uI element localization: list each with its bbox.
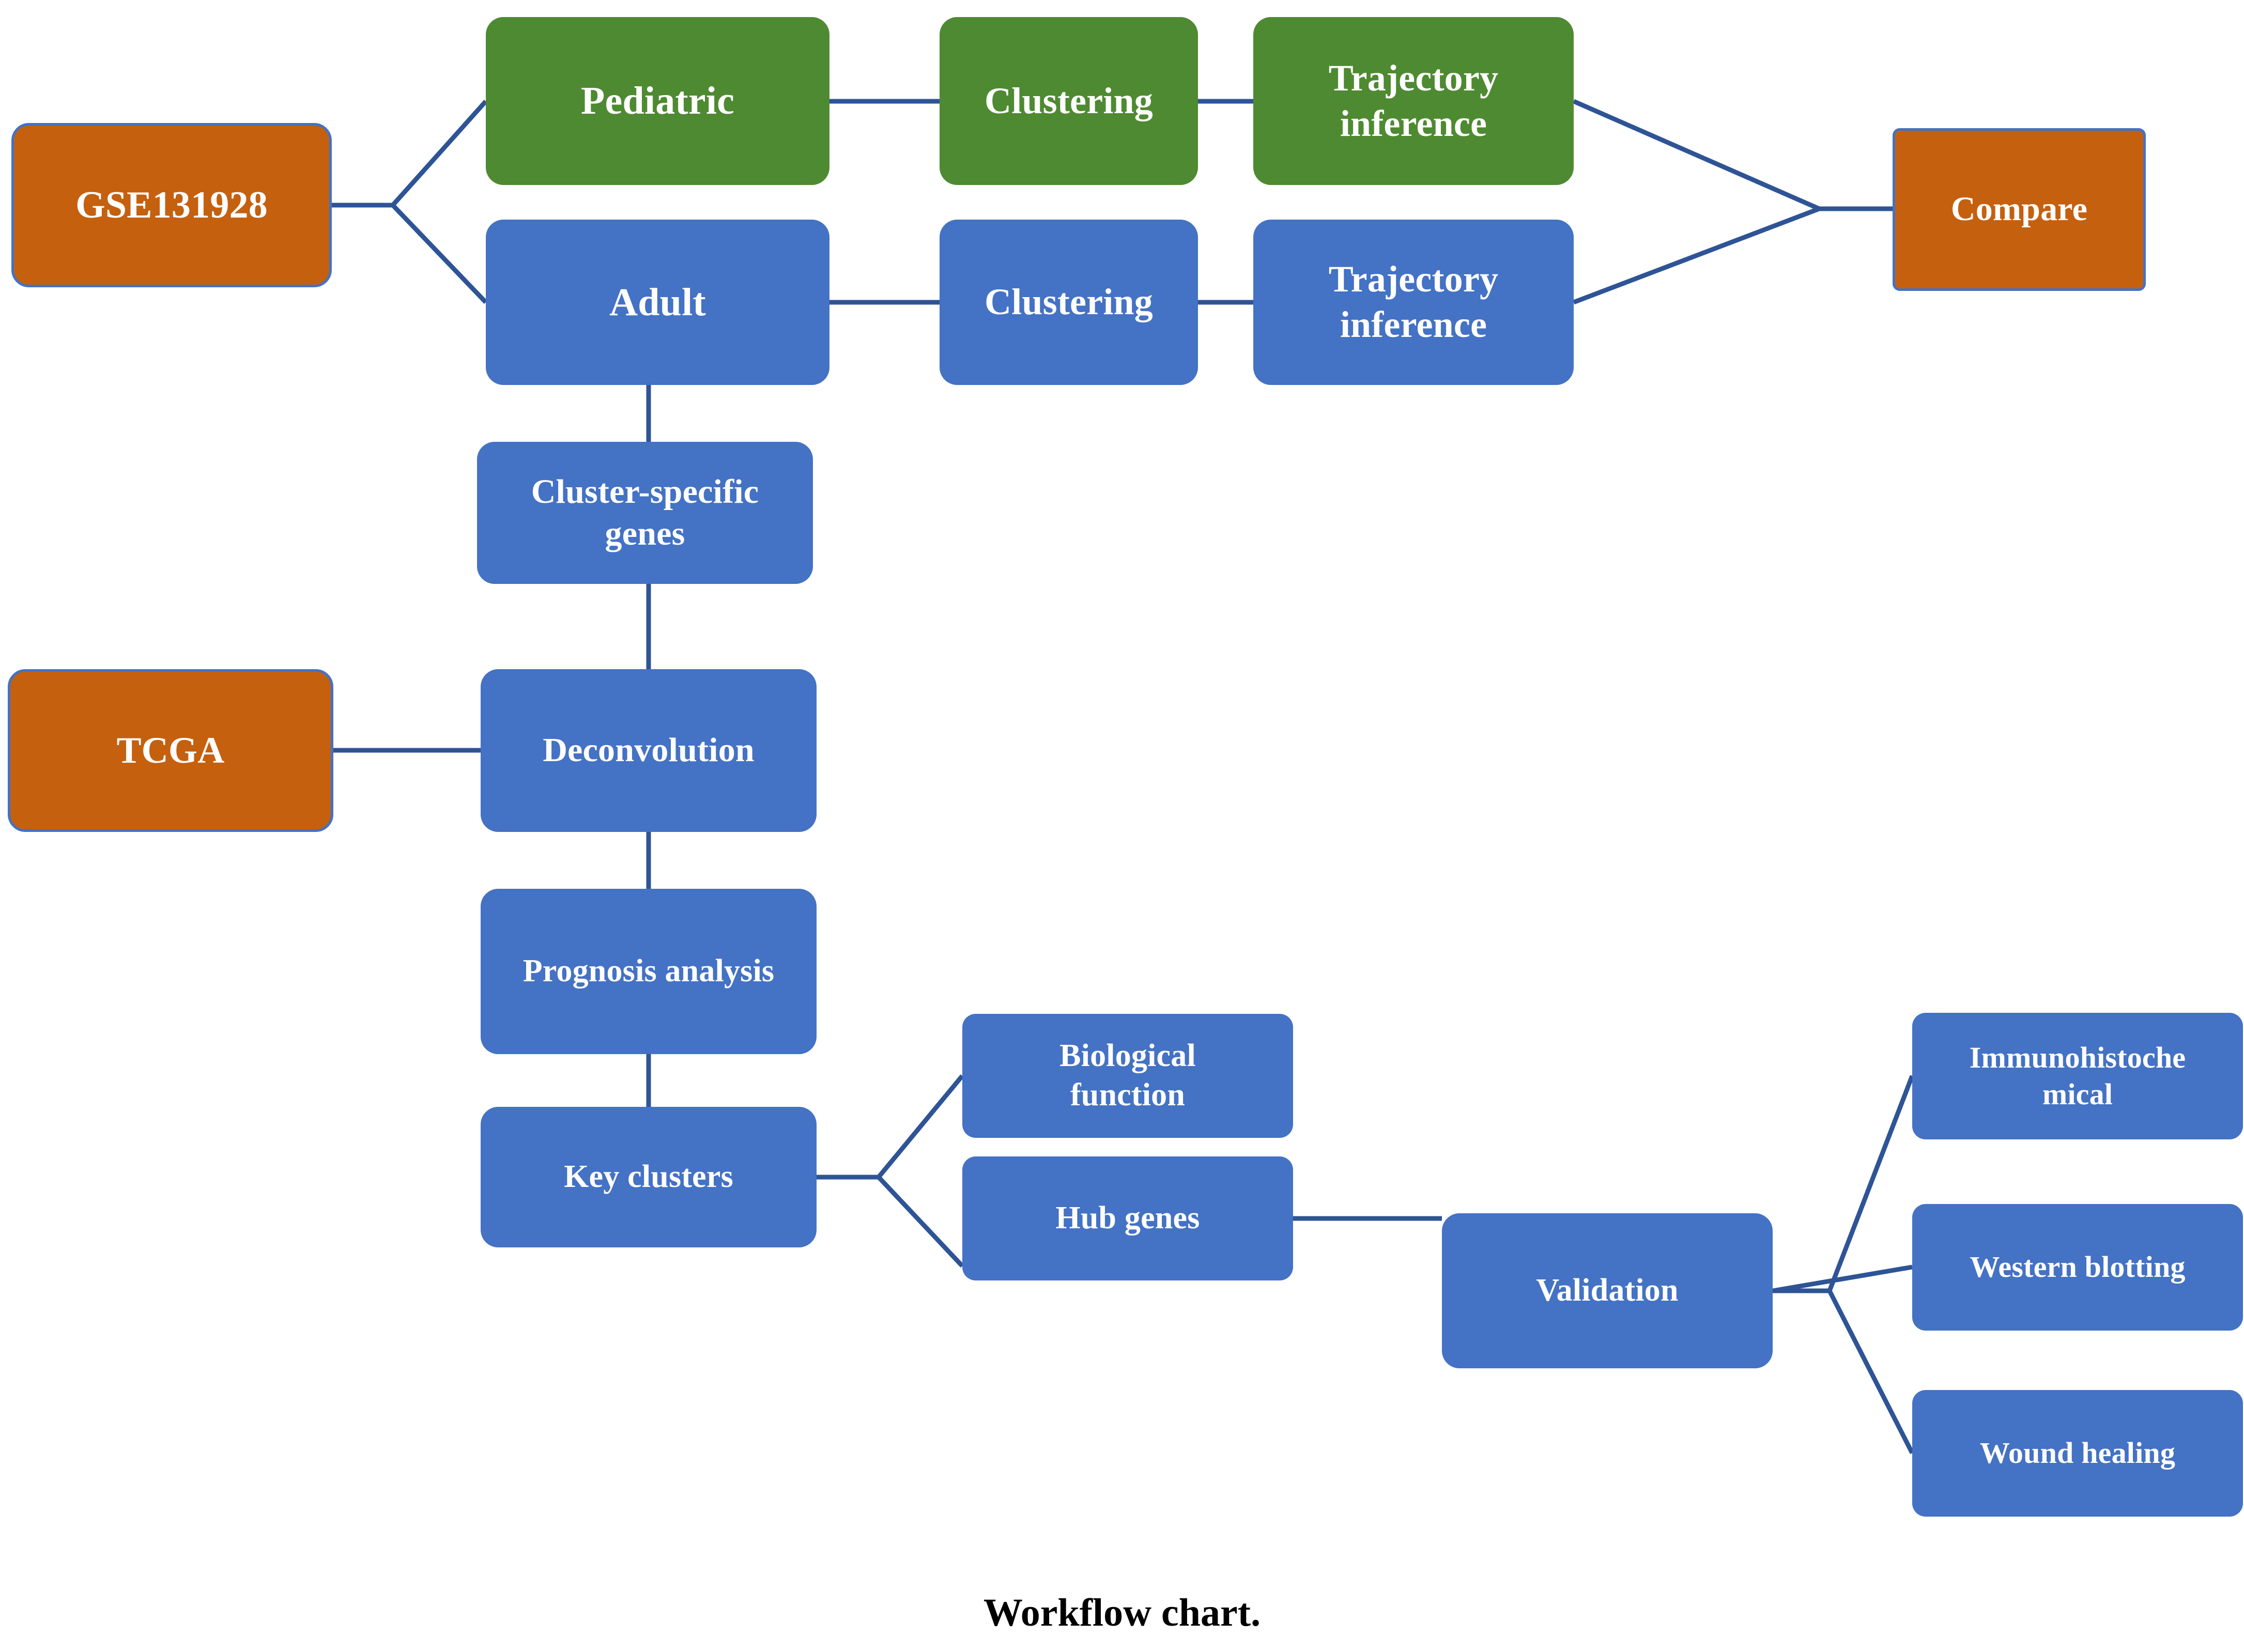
- node-compare[interactable]: Compare: [1893, 128, 2146, 291]
- edge-trajectory-adult-compare: [1573, 206, 1820, 305]
- node-pediatric[interactable]: Pediatric: [486, 17, 829, 185]
- node-clustering-pediatric[interactable]: Clustering: [940, 17, 1198, 185]
- node-key-clusters[interactable]: Key clusters: [481, 1107, 817, 1247]
- edge-validation-wound-healing: [1773, 1288, 1915, 1455]
- node-tcga[interactable]: TCGA: [8, 669, 333, 832]
- node-deconvolution[interactable]: Deconvolution: [481, 669, 817, 832]
- node-clustering-adult[interactable]: Clustering: [940, 220, 1198, 385]
- edge-validation-immunohistochemical: [1773, 1075, 1915, 1293]
- node-wound-healing[interactable]: Wound healing: [1912, 1390, 2243, 1517]
- edge-gse-pediatric: [332, 99, 488, 208]
- edge-gse-adult: [332, 203, 488, 304]
- node-immunohistochemical[interactable]: Immunohistoche mical: [1912, 1013, 2243, 1139]
- node-adult[interactable]: Adult: [486, 220, 829, 385]
- node-trajectory-inference-pediatric[interactable]: Trajectory inference: [1253, 17, 1574, 185]
- node-hub-genes[interactable]: Hub genes: [962, 1156, 1293, 1280]
- edge-trajectory-pediatric-compare: [1573, 99, 1893, 211]
- node-trajectory-inference-adult[interactable]: Trajectory inference: [1253, 220, 1574, 385]
- figure-caption: Workflow chart.: [983, 1591, 1261, 1634]
- node-prognosis-analysis[interactable]: Prognosis analysis: [481, 889, 817, 1054]
- edge-validation-western-blotting: [1772, 1264, 1913, 1293]
- node-cluster-specific-genes[interactable]: Cluster-specific genes: [477, 442, 813, 584]
- node-western-blotting[interactable]: Western blotting: [1912, 1204, 2243, 1331]
- node-validation[interactable]: Validation: [1442, 1213, 1773, 1368]
- edge-key-clusters-biological-function: [817, 1074, 964, 1180]
- node-gse131928[interactable]: GSE131928: [11, 123, 332, 287]
- node-biological-function[interactable]: Biological function: [962, 1014, 1293, 1138]
- edge-key-clusters-hub-genes: [817, 1175, 964, 1268]
